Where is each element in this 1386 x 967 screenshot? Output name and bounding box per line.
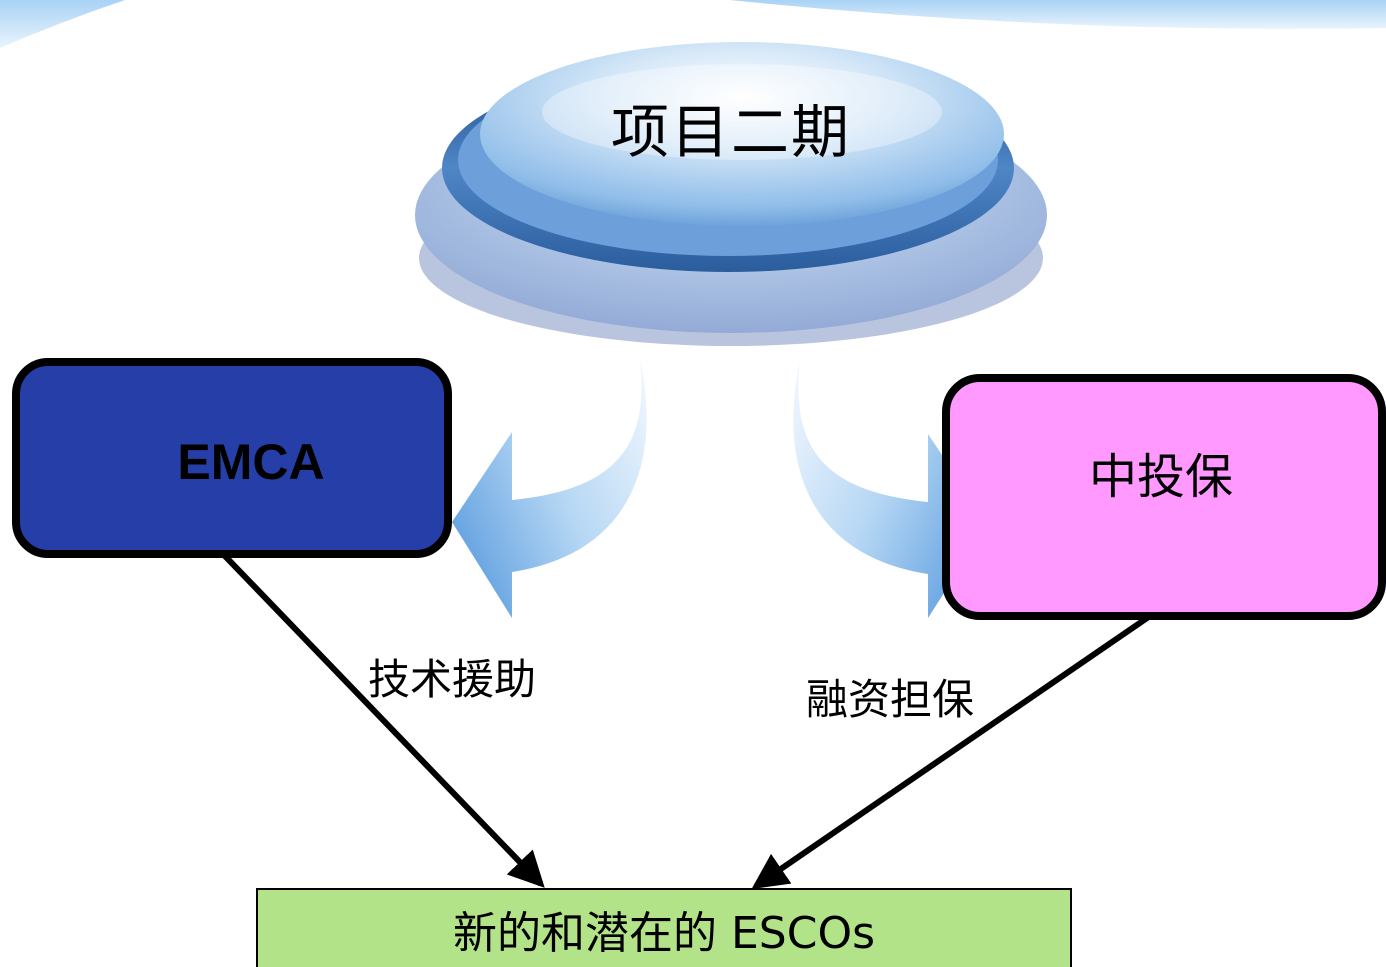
financing-guarantee-label: 融资担保 xyxy=(806,675,975,724)
top-node-label: 项目二期 xyxy=(610,98,851,166)
guarantor-box xyxy=(942,374,1386,620)
emca-label: EMCA xyxy=(177,434,325,490)
left-connector-arrow xyxy=(221,552,545,888)
header-swoosh-right xyxy=(730,0,1386,29)
escos-box xyxy=(256,888,1072,967)
left-curved-arrow xyxy=(452,360,647,618)
guarantor-label: 中投保 xyxy=(1088,449,1233,505)
technical-assistance-label: 技术援助 xyxy=(368,655,537,704)
top-disc xyxy=(415,42,1047,346)
right-curved-arrow xyxy=(793,362,988,618)
right-connector-arrow xyxy=(751,613,1152,890)
header-swoosh xyxy=(0,0,125,48)
emca-box xyxy=(12,358,452,558)
escos-label: 新的和潜在的 ESCOs xyxy=(453,908,875,959)
